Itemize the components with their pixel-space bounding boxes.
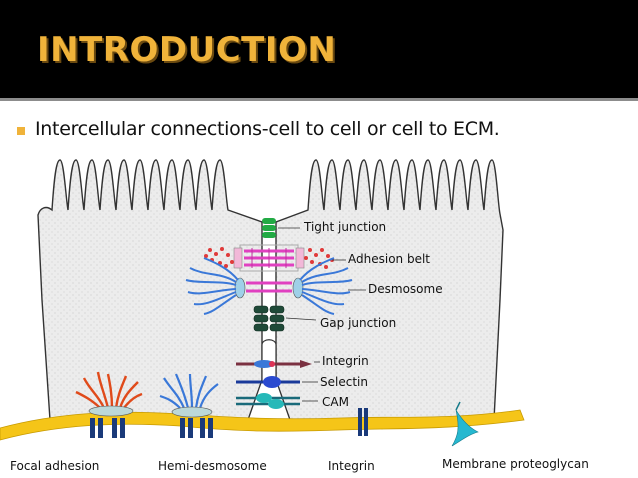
focal-adhesion [75, 371, 143, 438]
desmosome [185, 257, 366, 315]
gap-junction [253, 305, 285, 332]
label-cam: CAM [322, 395, 349, 409]
selectin [236, 376, 318, 388]
bullet-text: Intercellular connections-cell to cell o… [35, 118, 500, 140]
tight-junction [262, 218, 300, 238]
title-divider [0, 98, 638, 101]
label-integrin-upper: Integrin [322, 354, 369, 368]
label-hemi-desmosome: Hemi-desmosome [158, 459, 267, 473]
label-tight-junction: Tight junction [303, 220, 386, 234]
hemi-desmosome [159, 373, 219, 438]
label-desmosome: Desmosome [368, 282, 443, 296]
membrane-proteoglycan [451, 401, 479, 447]
integrin-between-cells [236, 360, 320, 368]
integrin-basal [358, 408, 368, 436]
label-adhesion-belt: Adhesion belt [348, 252, 430, 266]
cell-junction-diagram: Tight junction Adhesion belt Desmosome G… [0, 159, 589, 473]
cam [236, 393, 318, 409]
slide-title: INTRODUCTION [37, 30, 337, 70]
label-membrane-proteoglycan: Membrane proteoglycan [442, 457, 589, 471]
label-focal-adhesion: Focal adhesion [10, 459, 99, 473]
adhesion-belt [204, 244, 346, 272]
label-integrin-lower: Integrin [328, 459, 375, 473]
bullet-marker [17, 127, 25, 135]
label-selectin: Selectin [320, 375, 368, 389]
right-cell [275, 159, 504, 421]
label-gap-junction: Gap junction [320, 316, 396, 330]
left-cell [37, 159, 263, 421]
title-bar: INTRODUCTION [0, 0, 638, 98]
